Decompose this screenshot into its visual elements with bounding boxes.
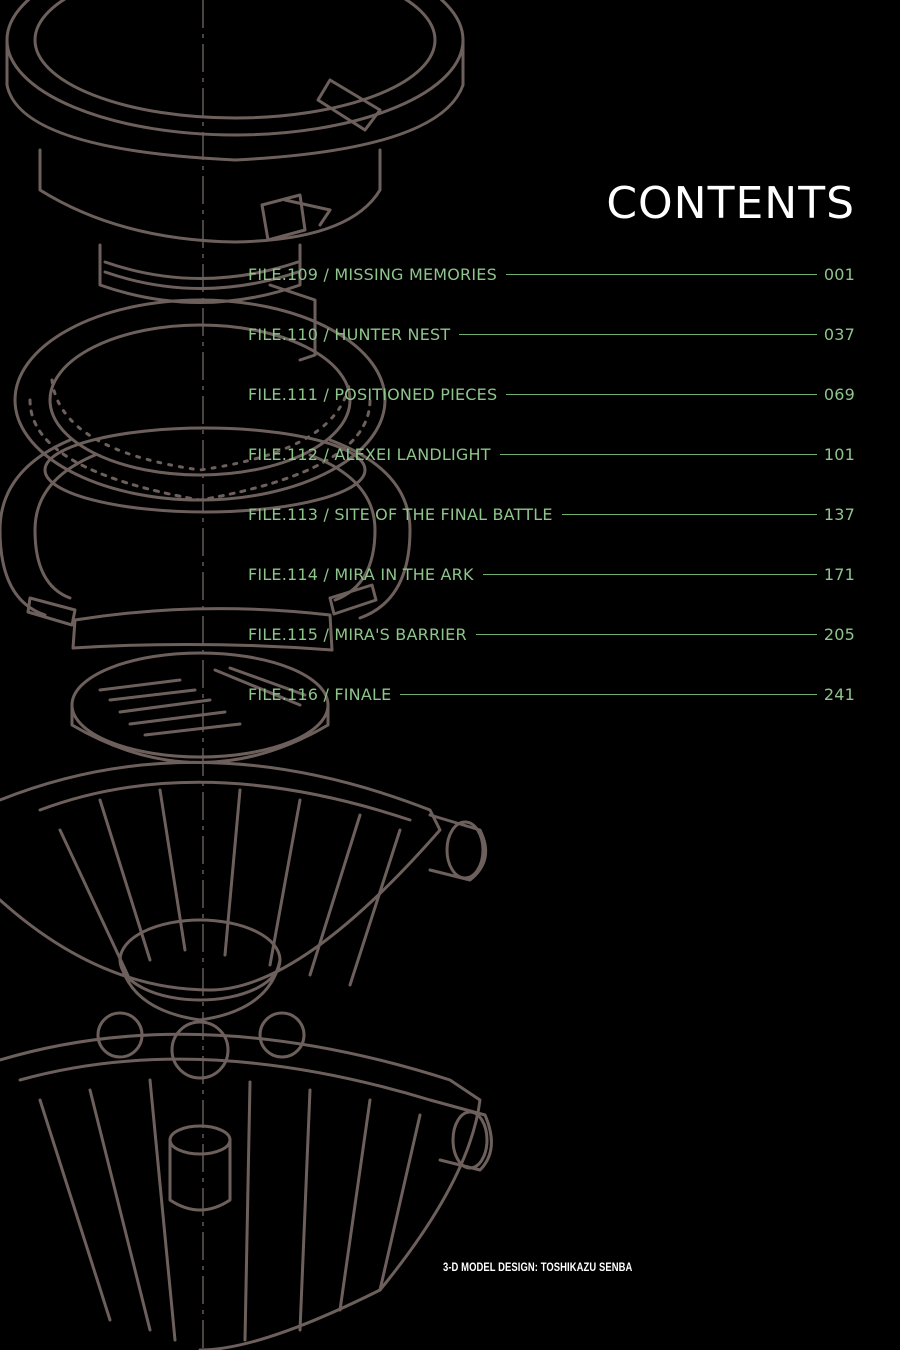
toc-entry-title: FILE.109 / MISSING MEMORIES: [248, 264, 497, 284]
toc-entry-title: FILE.114 / MIRA IN THE ARK: [248, 564, 474, 584]
toc-entry-title: FILE.111 / POSITIONED PIECES: [248, 384, 498, 404]
design-credit: 3-D MODEL DESIGN: TOSHIKAZU SENBA: [443, 1262, 633, 1274]
toc-entry[interactable]: FILE.110 / HUNTER NEST 037: [248, 322, 855, 346]
toc-entry[interactable]: FILE.116 / FINALE 241: [248, 682, 855, 706]
toc-entry-page: 205: [823, 624, 855, 644]
toc-entry-title: FILE.115 / MIRA'S BARRIER: [248, 624, 467, 644]
toc-entry-title: FILE.113 / SITE OF THE FINAL BATTLE: [248, 504, 553, 524]
toc-entry-page: 069: [823, 384, 855, 404]
page-title: CONTENTS: [606, 178, 855, 229]
toc-entry-page: 101: [823, 444, 855, 464]
toc-entry[interactable]: FILE.112 / ALEXEI LANDLIGHT 101: [248, 442, 855, 466]
toc-entry[interactable]: FILE.115 / MIRA'S BARRIER 205: [248, 622, 855, 646]
toc-entry-title: FILE.110 / HUNTER NEST: [248, 324, 451, 344]
toc-leader-line: [561, 513, 817, 515]
toc-entry-page: 241: [823, 684, 855, 704]
table-of-contents: FILE.109 / MISSING MEMORIES 001 FILE.110…: [248, 262, 855, 742]
toc-entry-title: FILE.116 / FINALE: [248, 684, 392, 704]
toc-entry-page: 037: [823, 324, 855, 344]
toc-entry[interactable]: FILE.109 / MISSING MEMORIES 001: [248, 262, 855, 286]
toc-entry-title: FILE.112 / ALEXEI LANDLIGHT: [248, 444, 491, 464]
toc-entry-page: 137: [823, 504, 855, 524]
toc-entry-page: 001: [823, 264, 855, 284]
toc-leader-line: [475, 633, 817, 635]
toc-entry[interactable]: FILE.113 / SITE OF THE FINAL BATTLE 137: [248, 502, 855, 526]
toc-leader-line: [505, 273, 817, 275]
toc-leader-line: [459, 333, 817, 335]
toc-entry[interactable]: FILE.114 / MIRA IN THE ARK 171: [248, 562, 855, 586]
toc-leader-line: [499, 453, 817, 455]
toc-leader-line: [482, 573, 817, 575]
toc-entry[interactable]: FILE.111 / POSITIONED PIECES 069: [248, 382, 855, 406]
toc-entry-page: 171: [823, 564, 855, 584]
toc-leader-line: [506, 393, 817, 395]
toc-leader-line: [400, 693, 817, 695]
